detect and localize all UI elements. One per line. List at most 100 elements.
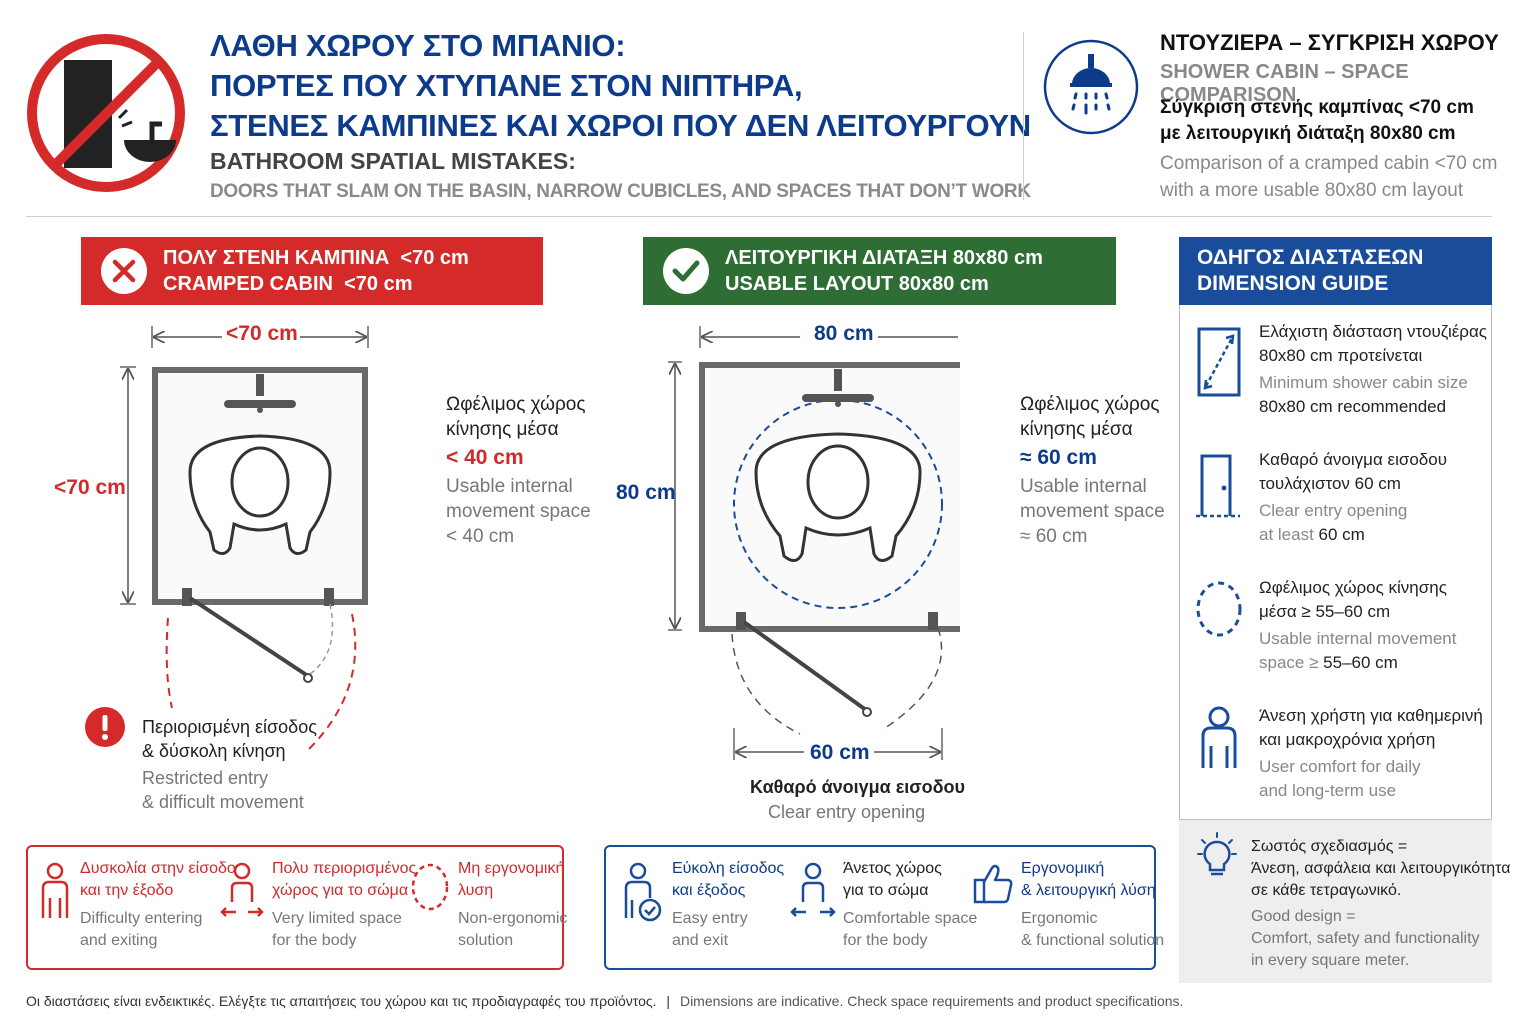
height-dimension-label: 80 cm <box>616 481 676 504</box>
footer-en: Dimensions are indicative. Check space r… <box>679 993 1184 1009</box>
bad-point-text-en: Non-ergonomic <box>458 910 568 927</box>
guide-item-text-en-line: at least 60 cm <box>1259 523 1447 547</box>
opening-label-en: Clear entry opening <box>768 802 926 822</box>
good-point-text-en: for the body <box>843 932 928 949</box>
guide-title-line: ΟΔΗΓΟΣ ΔΙΑΣΤΑΣΕΩΝ <box>1197 246 1424 269</box>
warning-text: Περιορισμένη είσοδος & δύσκολη κίνηση Re… <box>142 715 317 814</box>
comparison-desc-en-line: Comparison of a cramped cabin <70 cm <box>1160 153 1498 174</box>
banner-cramped-cabin: ΠΟΛΥ ΣΤΕΝΗ ΚΑΜΠΙΝΑ <70 cm CRAMPED CABIN … <box>81 237 543 305</box>
guide-item-text: και μακροχρόνια χρήση <box>1259 730 1436 749</box>
good-point: Εύκολη είσοδος και έξοδος Easy entry and… <box>672 858 784 952</box>
good-design-tip <box>1179 820 1492 983</box>
comparison-desc: Σύγκριση στενής καμπίνας <70 cm με λειτο… <box>1160 95 1474 147</box>
no-door-basin-icon <box>27 34 185 192</box>
guide-item-text-en: 55–60 cm <box>1323 653 1398 672</box>
guide-item-text-en: User comfort for daily <box>1259 757 1421 776</box>
banner-text: ΛΕΙΤΟΥΡΓΙΚΗ ΔΙΑΤΑΞΗ 80x80 cm USABLE LAYO… <box>725 245 1043 297</box>
bad-point: Δυσκολία στην είσοδο και την έξοδο Diffi… <box>80 858 236 952</box>
tip-text: Σωστός σχεδιασμός = Άνεση, ασφάλεια και … <box>1251 836 1511 972</box>
footer-disclaimer: Οι διαστάσεις είναι ενδεικτικές. Ελέγξτε… <box>26 993 1183 1009</box>
bad-point-text-en: and exiting <box>80 932 158 949</box>
person-check-icon <box>624 862 662 922</box>
usable-cabin-diagram <box>668 326 960 760</box>
warning-line-en: & difficult movement <box>142 792 304 812</box>
guide-item-text: Καθαρό άνοιγμα εισοδου <box>1259 450 1448 469</box>
space-label-en: ≈ 60 cm <box>1020 526 1088 547</box>
space-label-en: Usable internal <box>1020 476 1147 497</box>
good-point-text-en: Comfortable space <box>843 910 978 927</box>
good-point-text-en: and exit <box>672 932 729 949</box>
space-label-en: movement space <box>1020 501 1165 522</box>
guide-item: Ωφέλιμος χώρος κίνησης μέσα ≥ 55–60 cm U… <box>1259 576 1456 675</box>
person-difficulty-icon <box>41 862 69 918</box>
good-point-text: και έξοδος <box>672 882 746 899</box>
guide-item-text-en: 80x80 cm recommended <box>1259 397 1447 416</box>
width-dimension-label: <70 cm <box>226 322 298 345</box>
bad-point-text: Πολυ περιορισμένος <box>272 860 417 877</box>
space-label-en: movement space <box>446 501 591 522</box>
footer-separator: | <box>666 993 671 1009</box>
door-icon <box>1196 454 1240 518</box>
bad-points-panel <box>26 845 564 970</box>
banner-line: ΠΟΛΥ ΣΤΕΝΗ ΚΑΜΠΙΝΑ <70 cm <box>163 247 469 269</box>
guide-item-text-en-line: space ≥ 55–60 cm <box>1259 651 1456 675</box>
guide-title-line: DIMENSION GUIDE <box>1197 272 1389 295</box>
comparison-desc-line: Σύγκριση στενής καμπίνας <70 cm <box>1160 97 1474 118</box>
bad-point-text-en: Difficulty entering <box>80 910 203 927</box>
good-points-panel <box>604 845 1156 970</box>
space-label: Ωφέλιμος χώρος <box>1020 394 1160 415</box>
comparison-desc-en-line: with a more usable 80x80 cm layout <box>1160 180 1464 201</box>
dashed-circle-icon <box>1196 581 1242 637</box>
space-label: κίνησης μέσα <box>446 419 559 440</box>
guide-item-text-en: Usable internal movement <box>1259 629 1457 648</box>
person-icon <box>1201 706 1237 768</box>
comparison-title-en: SHOWER CABIN – SPACE COMPARISON <box>1160 61 1409 106</box>
good-point-text: Εργονομική <box>1021 860 1105 877</box>
comparison-desc-en: Comparison of a cramped cabin <70 cm wit… <box>1160 150 1497 204</box>
header-separator <box>26 216 1492 217</box>
space-value: < 40 cm <box>446 446 524 469</box>
guide-item-text-en: space ≥ <box>1259 653 1319 672</box>
good-point-text: Εύκολη είσοδος <box>672 860 785 877</box>
guide-item: Ελάχιστη διάσταση ντουζιέρας 80x80 cm πρ… <box>1259 320 1487 419</box>
height-dimension-label: <70 cm <box>54 476 126 499</box>
width-dimension-label: 80 cm <box>810 322 878 346</box>
footer-gr: Οι διαστάσεις είναι ενδεικτικές. Ελέγξτε… <box>26 993 657 1009</box>
guide-item-text: Ελάχιστη διάσταση ντουζιέρας <box>1259 322 1487 341</box>
space-label-en: Usable internal <box>446 476 573 497</box>
banner-line: USABLE LAYOUT 80x80 cm <box>725 273 989 295</box>
space-label: Ωφέλιμος χώρος <box>446 394 586 415</box>
bad-point: Μη εργονομική λυση Non-ergonomic solutio… <box>458 858 567 952</box>
title-line: ΛΑΘΗ ΧΩΡΟΥ ΣΤΟ ΜΠΑΝΙΟ: <box>210 28 626 63</box>
guide-item: Άνεση χρήστη για καθημερινή και μακροχρό… <box>1259 704 1483 803</box>
good-point-text-en: Easy entry <box>672 910 748 927</box>
person-compressed-icon <box>220 862 264 917</box>
dimension-guide-title: ΟΔΗΓΟΣ ΔΙΑΣΤΑΣΕΩΝ DIMENSION GUIDE <box>1179 237 1492 305</box>
check-icon <box>663 248 709 294</box>
good-point: Εργονομική & λειτουργική λύση Ergonomic … <box>1021 858 1164 952</box>
guide-item-text-en: at least <box>1259 525 1314 544</box>
comparison-desc-line: με λειτουργική διάταξη 80x80 cm <box>1160 123 1456 144</box>
dashed-circle-red-icon <box>411 863 449 911</box>
guide-item-text-en: Minimum shower cabin size <box>1259 373 1468 392</box>
diagonal-size-icon <box>1197 327 1241 397</box>
guide-item-text-en: Clear entry opening <box>1259 501 1408 520</box>
tip-line: Άνεση, ασφάλεια και λειτουργικότητα <box>1251 860 1511 877</box>
opening-label: Καθαρό άνοιγμα εισοδου <box>750 777 965 797</box>
tip-line-en: Comfort, safety and functionality <box>1251 930 1480 947</box>
title-line: ΣΤΕΝΕΣ ΚΑΜΠΙΝΕΣ ΚΑΙ ΧΩΡΟΙ ΠΟΥ ΔΕΝ ΛΕΙΤΟΥ… <box>210 108 1031 143</box>
page-subtitle-detail: DOORS THAT SLAM ON THE BASIN, NARROW CUB… <box>210 181 1031 202</box>
banner-usable-layout: ΛΕΙΤΟΥΡΓΙΚΗ ΔΙΑΤΑΞΗ 80x80 cm USABLE LAYO… <box>643 237 1116 305</box>
left-space-info: Ωφέλιμος χώρος κίνησης μέσα < 40 cm Usab… <box>446 392 591 549</box>
guide-item-text: μέσα ≥ 55–60 cm <box>1259 602 1391 621</box>
tip-line-en: Good design = <box>1251 908 1356 925</box>
guide-item-text: Άνεση χρήστη για καθημερινή <box>1259 706 1483 725</box>
bad-point-text-en: Very limited space <box>272 910 402 927</box>
tip-line-en: in every square meter. <box>1251 952 1410 969</box>
warning-line-en: Restricted entry <box>142 768 269 788</box>
space-value: ≈ 60 cm <box>1020 446 1097 469</box>
space-label: κίνησης μέσα <box>1020 419 1133 440</box>
tip-line: σε κάθε τετραγωνικό. <box>1251 882 1402 899</box>
bad-point-text-en: solution <box>458 932 514 949</box>
person-arrows-icon <box>790 862 836 917</box>
